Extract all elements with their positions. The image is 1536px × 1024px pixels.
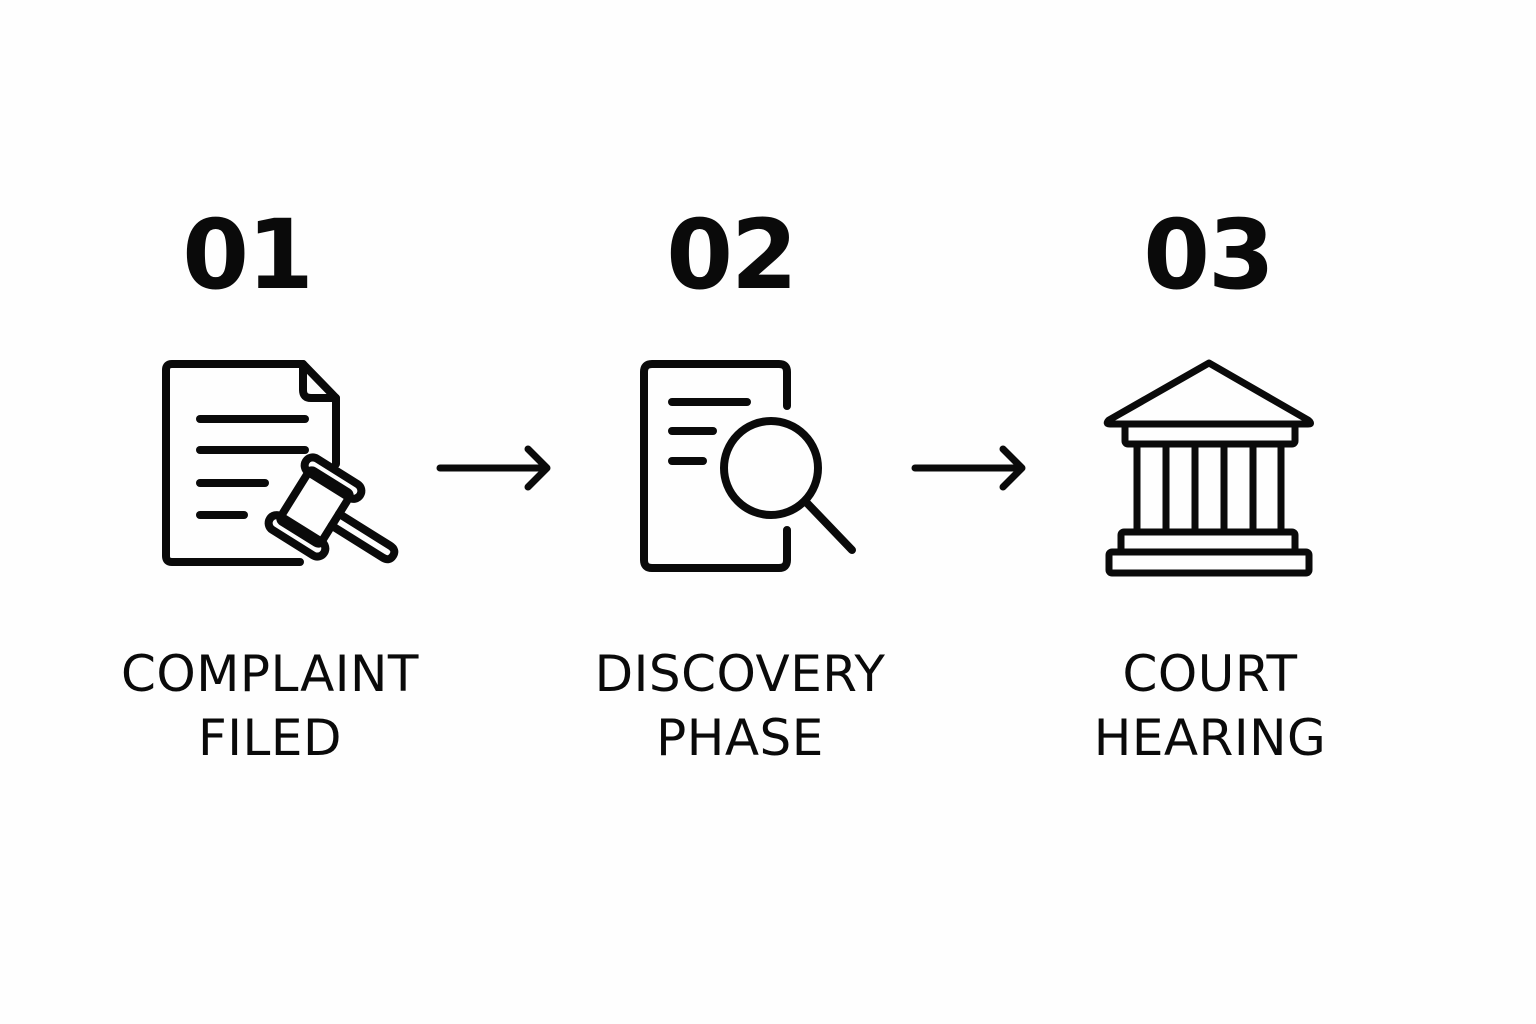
step-label-3: COURT HEARING: [1010, 642, 1410, 770]
step-number-1: 01: [182, 199, 314, 311]
arrow-right-icon: [436, 445, 551, 491]
step-label-2-line2: PHASE: [656, 709, 824, 767]
step-label-3-line1: COURT: [1122, 645, 1298, 703]
step-number-3: 03: [1143, 199, 1275, 311]
document-magnifier-icon: [640, 360, 856, 572]
step-label-1-line1: COMPLAINT: [121, 645, 419, 703]
step-label-1: COMPLAINT FILED: [70, 642, 470, 770]
step-label-3-line2: HEARING: [1093, 709, 1327, 767]
arrow-right-icon: [911, 445, 1026, 491]
step-label-2: DISCOVERY PHASE: [540, 642, 940, 770]
courthouse-icon: [1103, 359, 1314, 577]
step-number-2: 02: [666, 199, 798, 311]
step-label-2-line1: DISCOVERY: [594, 645, 886, 703]
step-label-1-line2: FILED: [198, 709, 342, 767]
document-gavel-icon: [162, 360, 399, 566]
